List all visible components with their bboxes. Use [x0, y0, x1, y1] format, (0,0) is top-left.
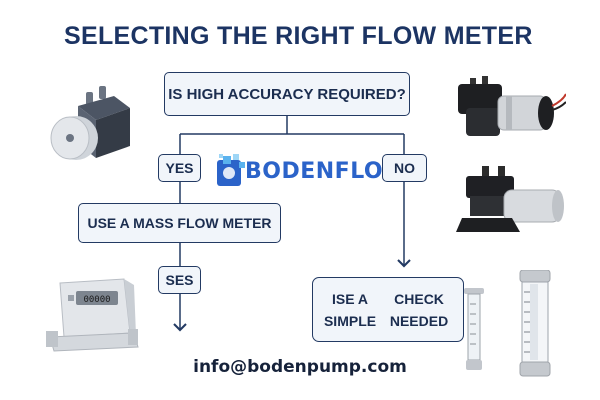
bodenflo-logo-text: BODENFLO: [245, 159, 384, 184]
mounted-pump-icon: [456, 166, 564, 232]
simple-check-line2: CHECK NEEDED: [389, 290, 449, 329]
page-title: SELECTING THE RIGHT FLOW METER: [64, 22, 533, 50]
mass-flow-meter-box: USE A MASS FLOW METER: [78, 203, 281, 243]
diaphragm-pump-icon: [50, 86, 130, 160]
syringe-flow-tube-icon: [464, 288, 484, 370]
bodenflo-logo-icon: [217, 154, 245, 186]
black-pump-icon: [458, 76, 566, 136]
simple-check-box: ISE A SIMPLE CHECK NEEDED: [312, 277, 464, 342]
flow-meter-device-icon: 00000: [46, 278, 139, 352]
bodenflo-logo: BODENFLO: [215, 152, 383, 192]
svg-text:00000: 00000: [83, 295, 110, 305]
question-accuracy-box: IS HIGH ACCURACY REQUIRED?: [164, 72, 410, 116]
no-label-box: NO: [382, 154, 427, 182]
rotameter-icon: [519, 270, 551, 377]
simple-check-line1: ISE A SIMPLE: [323, 290, 377, 329]
ses-label-box: SES: [158, 266, 201, 294]
yes-label-box: YES: [158, 154, 201, 182]
contact-email[interactable]: info@bodenpump.com: [193, 357, 407, 377]
